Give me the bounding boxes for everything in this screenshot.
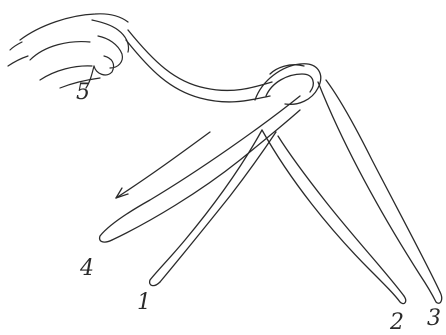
crossing-knot: [255, 64, 321, 105]
strand-3: [318, 80, 442, 303]
label-strand-2: 2: [390, 312, 404, 334]
motion-arrow-icon: [116, 132, 210, 198]
label-strand-1: 1: [137, 292, 151, 314]
strand-1: [150, 130, 276, 286]
strand-5: [126, 30, 272, 102]
label-strand-3: 3: [427, 308, 441, 330]
label-strand-4: 4: [80, 258, 94, 280]
hand-icon: [8, 14, 129, 88]
strand-4: [100, 96, 300, 242]
label-strand-5: 5: [76, 82, 90, 104]
